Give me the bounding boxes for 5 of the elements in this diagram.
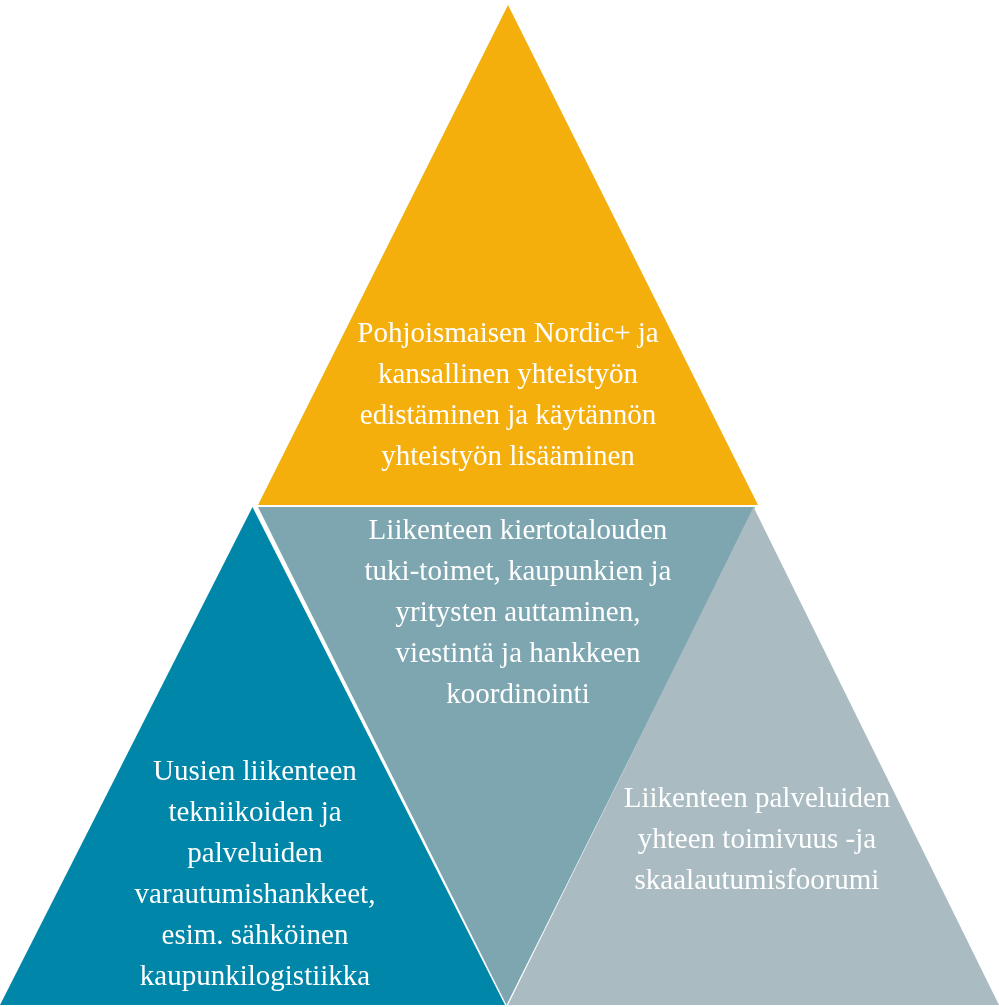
triangle-text: Pohjoismaisen Nordic+ ja kansallinen yhteistyön edistäminen ja käytännön yhteistyön lisääminen	[356, 315, 660, 473]
triangle-text: Liikenteen palveluiden yhteen toimivuus -ja skaalautumisfoorumi	[622, 780, 892, 897]
triangle-text: Liikenteen kiertotalouden tuki-toimet, kaupunkien ja yritysten auttaminen, viestintä ja hankkeen koordinointi	[363, 512, 673, 711]
triangle-text: Uusien liikenteen tekniikoiden ja palveluiden varautumishankkeet, esim. sähköinen kaupunkilogistiikka	[133, 753, 377, 993]
triangle	[258, 5, 758, 505]
